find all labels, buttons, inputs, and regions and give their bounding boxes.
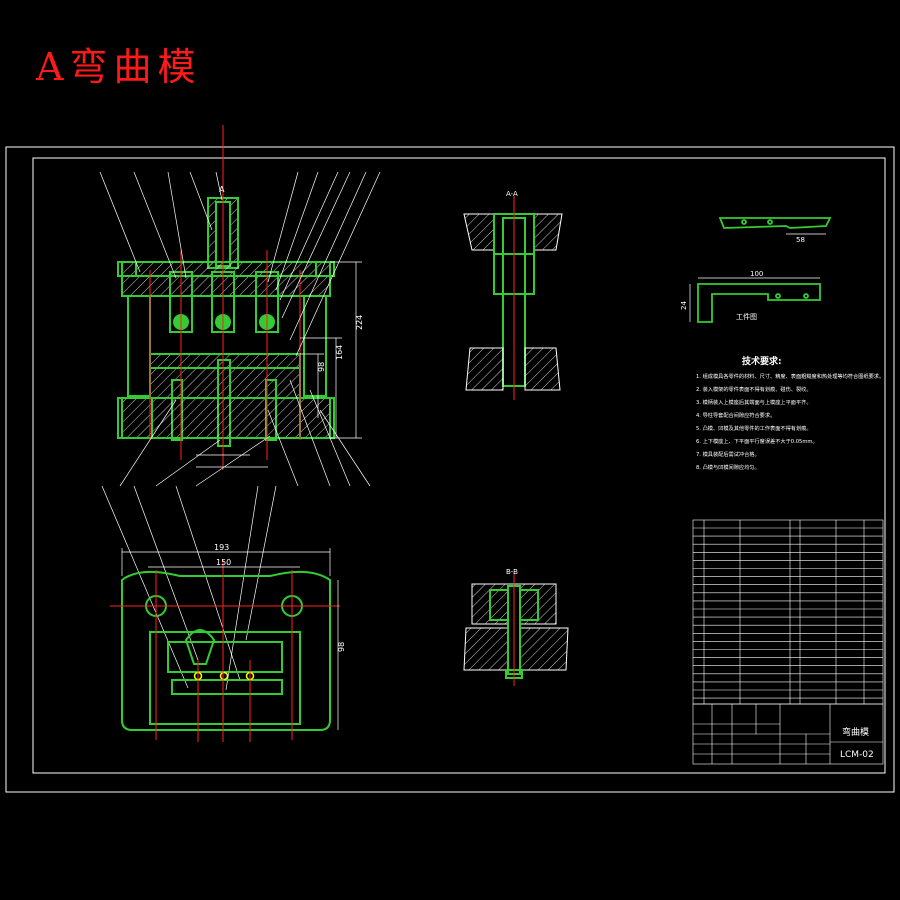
workpiece-part-top [718, 217, 832, 229]
tech-note-4: 4. 导柱导套配合间隙应符合要求。 [696, 411, 775, 419]
drawing-number: LCM-02 [840, 750, 874, 760]
leader-lines-top [99, 171, 381, 357]
plan-dimension-lines [121, 548, 339, 730]
dim-part-height: 24 [680, 301, 688, 310]
tech-note-1: 1. 组成模具各零件的材料、尺寸、精度、表面粗糙度和热处理等均符合图纸要求。 [696, 372, 884, 380]
plan-pins [193, 671, 255, 681]
dim-plan-width-outer: 193 [214, 543, 229, 552]
section-b-b-view [463, 583, 569, 679]
dim-plan-width-inner: 150 [216, 558, 231, 567]
tech-note-7: 7. 模具装配后需试冲合格。 [696, 450, 760, 458]
front-dimension-lines [196, 261, 362, 468]
section-a-a-view [463, 213, 563, 391]
tech-note-2: 2. 装入模架的零件表面不得有划痕、碰伤、裂纹。 [696, 385, 812, 393]
dim-plan-height: 98 [337, 642, 346, 652]
title-block [692, 703, 884, 765]
dim-mid-height: 164 [335, 345, 344, 360]
workpiece-part-bottom [697, 283, 821, 323]
tech-notes: 技术要求: 1. 组成模具各零件的材料、尺寸、精度、表面粗糙度和热处理等均符合图… [696, 355, 884, 471]
dim-part-step: 58 [796, 236, 805, 244]
tech-note-8: 8. 凸模与凹模间隙应均匀。 [696, 463, 760, 471]
workpiece-label: 工件图 [736, 312, 757, 321]
tech-note-6: 6. 上下模座上、下平面平行度误差不大于0.05mm。 [696, 437, 818, 445]
drawing-name: 弯曲模 [842, 726, 869, 738]
section-right-label: A-A [506, 190, 518, 198]
plan-centerlines [110, 560, 340, 742]
inner-frame [32, 157, 886, 774]
front-centerlines [149, 125, 301, 470]
workpiece-dimension-lines [689, 233, 826, 322]
section-small-label: B-B [506, 568, 518, 576]
plan-view [121, 570, 331, 731]
tech-note-5: 5. 凸模、凹模及其他零件的工作表面不得有划痕。 [696, 424, 812, 432]
outer-frame [5, 146, 895, 793]
dim-overall-height: 224 [355, 315, 364, 330]
tech-notes-title: 技术要求: [742, 355, 782, 367]
drawing-heading: A弯曲模 [36, 45, 202, 89]
section-top-label: A [219, 185, 225, 194]
dim-lower-height: 98 [317, 362, 326, 372]
parts-list-table [692, 519, 884, 705]
tech-note-3: 3. 模柄装入上模座后其端面与上模座上平面平齐。 [696, 398, 812, 406]
dim-part-length: 100 [750, 270, 763, 278]
